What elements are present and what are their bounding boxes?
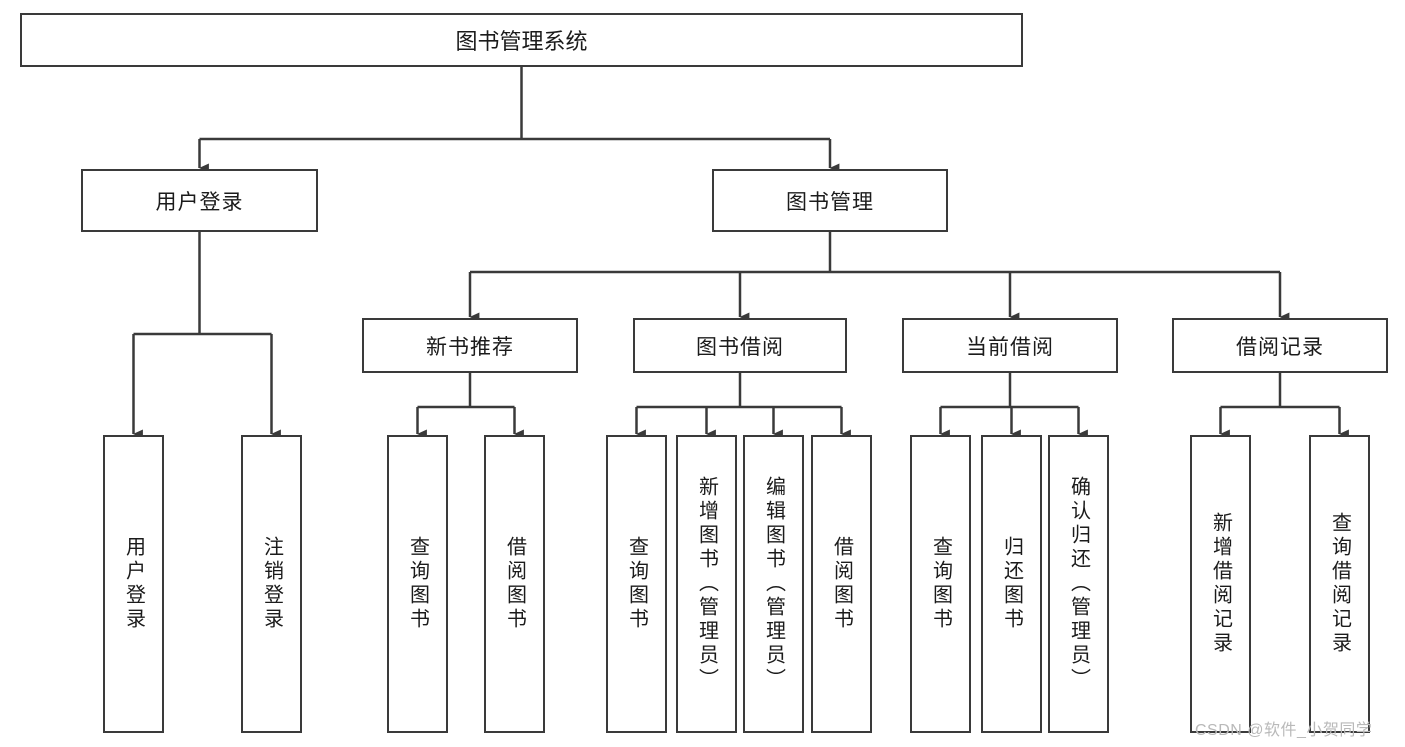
node-label: 归还图书 — [1000, 536, 1023, 632]
node-label: 图书借阅 — [696, 335, 784, 359]
connector-lines — [132, 67, 1349, 439]
node-label: 用户登录 — [122, 536, 145, 632]
node-l-rc-query[interactable]: 查询借阅记录 — [1309, 435, 1370, 733]
node-l-bw-add[interactable]: 新增图书（管理员） — [676, 435, 737, 733]
node-l-bw-edit[interactable]: 编辑图书（管理员） — [743, 435, 804, 733]
node-label: 查询图书 — [929, 536, 952, 632]
node-login[interactable]: 用户登录 — [81, 169, 318, 232]
node-l-rc-add[interactable]: 新增借阅记录 — [1190, 435, 1251, 733]
node-l-nb-borrow[interactable]: 借阅图书 — [484, 435, 545, 733]
node-label: 用户登录 — [155, 190, 244, 214]
node-label: 新书推荐 — [426, 335, 514, 359]
node-l-bw-lend[interactable]: 借阅图书 — [811, 435, 872, 733]
node-l-logout[interactable]: 注销登录 — [241, 435, 302, 733]
node-label: 查询图书 — [625, 536, 648, 632]
node-newbook[interactable]: 新书推荐 — [362, 318, 578, 373]
node-label: 确认归还（管理员） — [1067, 476, 1090, 692]
node-l-cb-confirm[interactable]: 确认归还（管理员） — [1048, 435, 1109, 733]
node-label: 当前借阅 — [966, 335, 1054, 359]
node-label: 借阅记录 — [1236, 335, 1324, 359]
node-current[interactable]: 当前借阅 — [902, 318, 1118, 373]
node-label: 编辑图书（管理员） — [762, 476, 785, 692]
node-label: 注销登录 — [260, 536, 283, 632]
node-label: 新增借阅记录 — [1209, 512, 1232, 656]
node-label: 图书管理 — [786, 190, 874, 214]
node-label: 查询借阅记录 — [1328, 512, 1351, 656]
node-l-bw-query[interactable]: 查询图书 — [606, 435, 667, 733]
node-l-cb-return[interactable]: 归还图书 — [981, 435, 1042, 733]
node-label: 查询图书 — [406, 536, 429, 632]
node-l-nb-query[interactable]: 查询图书 — [387, 435, 448, 733]
node-records[interactable]: 借阅记录 — [1172, 318, 1388, 373]
node-label: 借阅图书 — [830, 536, 853, 632]
node-label: 借阅图书 — [503, 536, 526, 632]
node-l-cb-query[interactable]: 查询图书 — [910, 435, 971, 733]
node-borrow[interactable]: 图书借阅 — [633, 318, 847, 373]
node-bookmgmt[interactable]: 图书管理 — [712, 169, 948, 232]
node-l-userlogin[interactable]: 用户登录 — [103, 435, 164, 733]
node-label: 新增图书（管理员） — [695, 476, 718, 692]
node-label: 图书管理系统 — [455, 29, 588, 54]
node-root[interactable]: 图书管理系统 — [20, 13, 1023, 67]
watermark-text: CSDN @软件_小贺同学 — [1195, 722, 1373, 739]
